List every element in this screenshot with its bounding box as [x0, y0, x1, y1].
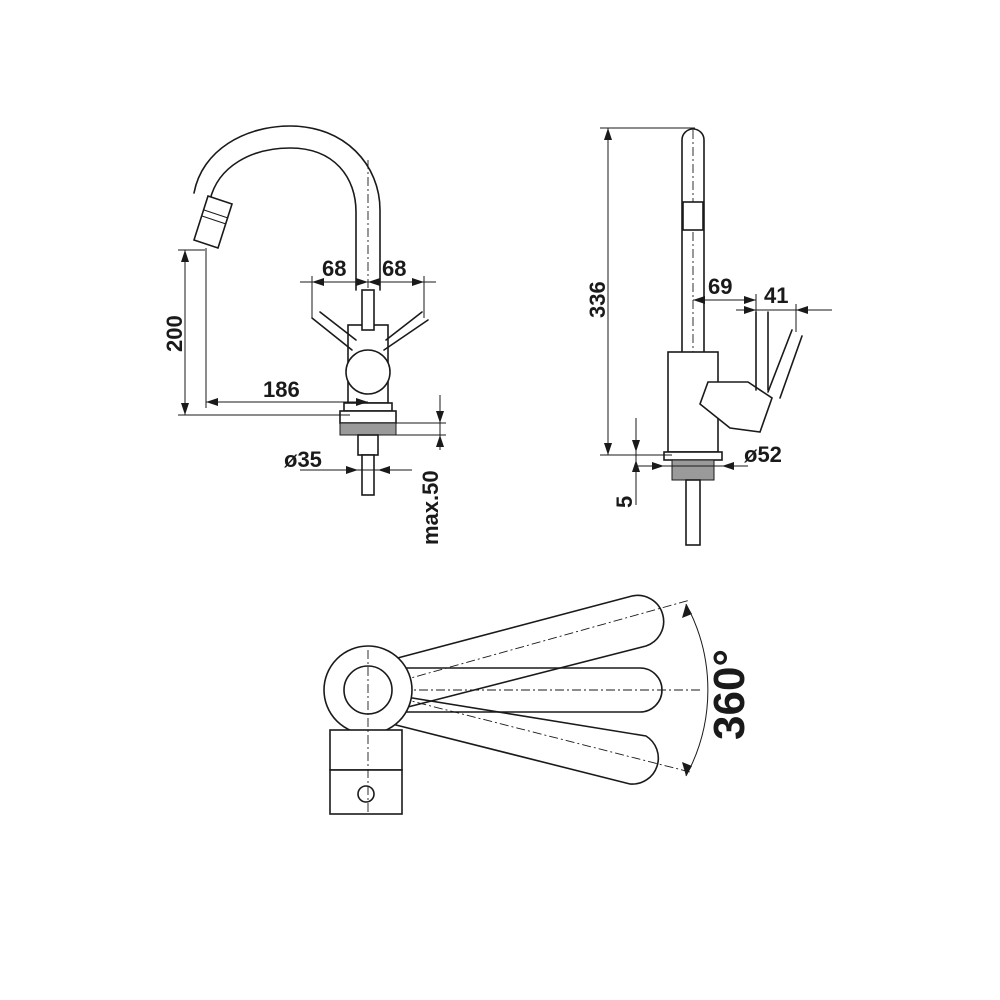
- dim-360-label: 360°: [705, 649, 754, 740]
- spout-inner-edge: [209, 147, 357, 291]
- dim-41-arrow-right: [796, 306, 808, 314]
- dim-68-left-label: 68: [322, 256, 346, 281]
- swivel-arc: [685, 603, 709, 777]
- handle-left: [311, 311, 357, 351]
- side-view: 336 69 41 ø52 5: [585, 127, 832, 546]
- dim-35-arrow-right: [378, 466, 390, 474]
- side-spray-band: [682, 201, 704, 231]
- spout-position-up: [389, 594, 665, 709]
- dim-186-arrow-left: [206, 398, 218, 406]
- dim-50-label: max.50: [418, 470, 443, 545]
- dim-35-label: ø35: [284, 447, 322, 472]
- side-base-plate: [663, 451, 723, 461]
- dim-68-arrow-mid-right: [368, 278, 380, 286]
- side-lever-upright: [755, 311, 769, 391]
- dim-52-arrow-left: [652, 462, 664, 470]
- dim-50-arrow-bottom: [436, 435, 444, 447]
- dim-68-right-label: 68: [382, 256, 406, 281]
- spout-position-down: [391, 695, 660, 785]
- side-deck-section: [671, 459, 715, 481]
- handle-right: [383, 311, 429, 351]
- dim-41-label: 41: [764, 283, 788, 308]
- dim-5-label: 5: [612, 496, 637, 508]
- top-centerline-up: [367, 599, 691, 691]
- dim-69-arrow-left: [693, 296, 705, 304]
- handle-knob: [357, 785, 375, 803]
- side-handle-hub: [699, 381, 773, 433]
- dim-200-arrow-top: [181, 250, 189, 262]
- dim-5-arrow-bottom: [632, 460, 640, 472]
- dim-41-arrow-left: [744, 306, 756, 314]
- dim-200-label: 200: [162, 315, 187, 352]
- handle-hub: [345, 349, 391, 395]
- top-centerline-down: [367, 689, 691, 773]
- dim-200-arrow-bottom: [181, 403, 189, 415]
- side-lever-tilted: [767, 329, 803, 399]
- dim-68-arrow-left: [312, 278, 324, 286]
- side-spout: [681, 128, 705, 353]
- spout-outer-edge: [193, 125, 381, 291]
- dim-69-arrow-right: [744, 296, 756, 304]
- top-view: 360°: [323, 594, 754, 815]
- dim-69-label: 69: [708, 274, 732, 299]
- side-supply-hose: [685, 479, 701, 546]
- dim-186-arrow-right: [356, 398, 368, 406]
- dim-5-arrow-top: [632, 440, 640, 452]
- mount-nut: [357, 434, 379, 456]
- deck-section: [339, 422, 397, 436]
- front-view: 200 186 68 68 ø35 max.50: [162, 125, 446, 545]
- base-plate: [343, 402, 393, 412]
- spray-head-band: [203, 209, 229, 219]
- spray-head-band-2: [201, 215, 227, 225]
- swivel-arrow-top: [682, 604, 692, 618]
- base-ring: [339, 410, 397, 424]
- dim-336-arrow-bottom: [604, 443, 612, 455]
- supply-hose: [361, 454, 375, 496]
- dim-50-arrow-top: [436, 411, 444, 423]
- dim-186-label: 186: [263, 377, 300, 402]
- spray-head: [192, 194, 234, 250]
- dim-68-arrow-mid-left: [356, 278, 368, 286]
- dim-35-arrow-left: [346, 466, 358, 474]
- dim-52-arrow-right: [722, 462, 734, 470]
- dim-52-label: ø52: [744, 442, 782, 467]
- dim-336-label: 336: [585, 281, 610, 318]
- handle-center: [361, 289, 375, 331]
- swivel-arrow-bottom: [682, 762, 692, 776]
- dim-336-arrow-top: [604, 128, 612, 140]
- handle-block: [329, 729, 403, 771]
- dim-68-arrow-right: [412, 278, 424, 286]
